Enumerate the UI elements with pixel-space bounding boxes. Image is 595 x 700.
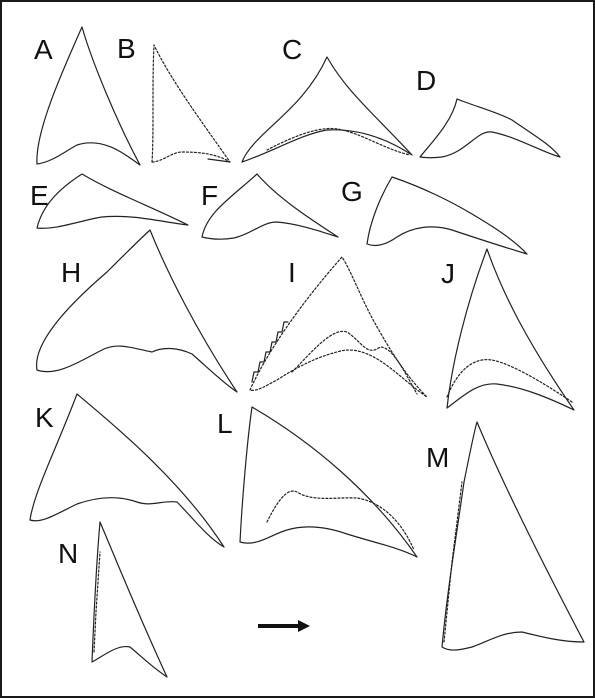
tooth-outline-c bbox=[241, 56, 413, 163]
tooth-outline-d bbox=[419, 98, 561, 159]
tooth-outline-l bbox=[239, 406, 418, 558]
tooth-outline-h bbox=[36, 229, 238, 393]
panel-label-a: A bbox=[34, 34, 53, 65]
tooth-outline-m bbox=[441, 421, 585, 651]
panel-label-h: H bbox=[61, 257, 81, 288]
panel-label-b: B bbox=[117, 33, 136, 64]
tooth-outline-b bbox=[151, 44, 231, 163]
panel-label-l: L bbox=[217, 408, 233, 439]
tooth-outline-e bbox=[36, 173, 189, 229]
direction-arrow-icon bbox=[258, 620, 310, 632]
panel-label-n: N bbox=[58, 538, 78, 569]
tooth-outline-g bbox=[366, 176, 528, 255]
panel-label-e: E bbox=[30, 180, 49, 211]
tooth-outline-i bbox=[249, 256, 428, 398]
panel-label-m: M bbox=[426, 442, 449, 473]
panel-label-i: I bbox=[288, 257, 296, 288]
tooth-outline-a bbox=[36, 26, 141, 166]
panel-label-d: D bbox=[416, 65, 436, 96]
panel-label-k: K bbox=[35, 402, 54, 433]
panel-label-g: G bbox=[341, 176, 363, 207]
tooth-outline-n bbox=[91, 521, 168, 678]
tooth-outline-f bbox=[201, 173, 339, 240]
tooth-outline-k bbox=[29, 393, 225, 548]
panel-label-f: F bbox=[201, 180, 218, 211]
panel-label-j: J bbox=[441, 258, 455, 289]
panel-label-c: C bbox=[282, 34, 302, 65]
tooth-outline-j bbox=[446, 248, 575, 411]
